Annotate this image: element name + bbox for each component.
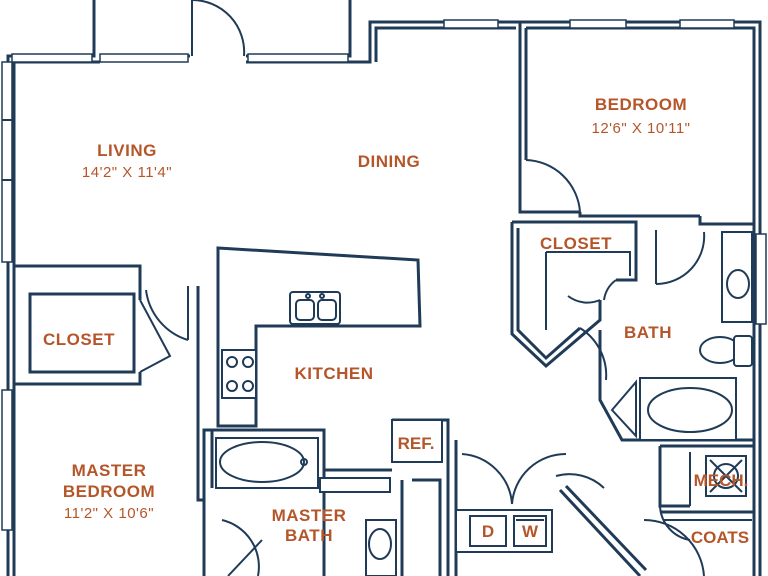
closet-left-label: CLOSET [43,330,115,349]
mech-label: MECH. [694,471,749,490]
coats-label: COATS [691,528,749,547]
entry-door [191,0,246,57]
bath-label: BATH [624,323,672,342]
interior-walls [14,159,754,576]
master-bedroom-label-1: MASTER [72,461,147,480]
living-dims: 14'2" X 11'4" [82,164,172,181]
windows [1,19,767,531]
ref-label: REF. [398,434,435,453]
closet-top-label: CLOSET [540,234,612,253]
kitchen-label: KITCHEN [294,364,373,383]
refrigerator [391,419,443,463]
master-bath-label-1: MASTER [272,506,347,525]
master-bedroom-label-2: BEDROOM [63,482,155,501]
bedroom-dims: 12'6" X 10'11" [592,120,691,137]
dining-label: DINING [358,152,421,171]
master-bath-tub [215,437,319,489]
master-bedroom-dims: 11'2" X 10'6" [64,505,154,522]
room-labels: LIVING 14'2" X 11'4" DINING BEDROOM 12'6… [43,95,749,547]
master-bath-label-2: BATH [285,526,333,545]
living-label: LIVING [97,141,157,160]
bedroom-label: BEDROOM [595,95,687,114]
washer-label: W [522,522,539,541]
fixtures [215,231,753,576]
dryer-label: D [482,522,494,541]
